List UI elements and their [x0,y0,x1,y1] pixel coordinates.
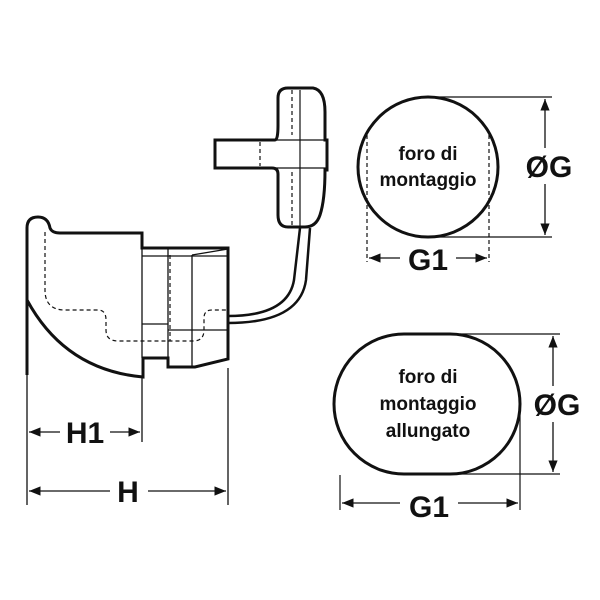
slot-hole-outline [332,332,522,476]
cap-t-plug [213,86,329,229]
round-diameter-label: ØG [526,151,573,184]
round-hole-label-line1: foro di [398,144,457,165]
cap-inner-lines [141,248,229,367]
slot-width-label: G1 [409,491,449,524]
round-width-label: G1 [408,244,448,277]
h1-label: H1 [66,417,104,450]
round-hole-label-line2: montaggio [379,170,476,191]
slot-hole-label-line1: foro di [398,367,457,388]
slot-diameter-label: ØG [534,389,581,422]
slot-hole-label-line2: montaggio [379,394,476,415]
cap-hidden-lines [44,232,228,342]
cap-drawing [25,86,329,379]
round-hole-outline [356,95,500,239]
h-label: H [117,476,139,509]
cap-strap [227,227,312,325]
cap-body-outline [25,215,230,379]
slot-hole-label-line3: allungato [386,421,470,442]
